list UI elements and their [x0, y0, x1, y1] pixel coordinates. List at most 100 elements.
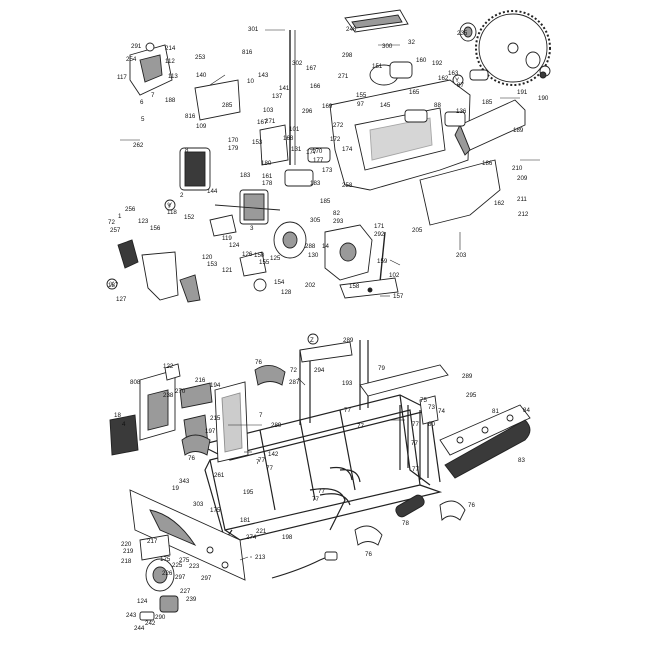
callout: 203 — [456, 252, 467, 259]
callout: 160 — [416, 57, 427, 64]
callout: 109 — [196, 123, 207, 130]
callout: 300 — [382, 43, 393, 50]
callout: 258 — [342, 182, 353, 189]
callout: 195 — [243, 489, 254, 496]
callout: 171 — [374, 223, 385, 230]
callout: 101 — [289, 126, 300, 133]
callout: 74 — [438, 408, 445, 415]
callout: 214 — [165, 45, 176, 52]
callout: 150 — [254, 252, 265, 259]
callout: 169 — [322, 103, 333, 110]
callout: 10 — [247, 78, 254, 85]
callout: 190 — [538, 95, 549, 102]
lower-blade-guard — [419, 159, 501, 226]
callout: 77 — [412, 421, 419, 428]
callout: 7 — [256, 459, 260, 466]
callout: 185 — [482, 99, 493, 106]
callout: 76 — [255, 359, 262, 366]
callout: 75 — [420, 397, 427, 404]
callout: 84 — [523, 407, 530, 414]
callout: 76 — [365, 551, 372, 558]
callout: 221 — [256, 528, 267, 535]
lock-knob — [117, 239, 139, 269]
callout-labels: 301 248 235 291 214 254 112 117 253 816 … — [108, 26, 549, 632]
callout: 287 — [289, 379, 300, 386]
callout: 296 — [302, 108, 313, 115]
callout: 120 — [202, 254, 213, 261]
callout: 167 — [257, 119, 268, 126]
callout: 151 — [372, 63, 383, 70]
callout: 32 — [408, 39, 415, 46]
callout: 243 — [126, 612, 137, 619]
callout: 175 — [210, 507, 221, 514]
callout: 294 — [314, 367, 325, 374]
callout: 295 — [466, 392, 477, 399]
callout: 303 — [193, 501, 204, 508]
callout: 292 — [374, 231, 385, 238]
callout: 191 — [517, 89, 528, 96]
callout: 288 — [305, 243, 316, 250]
callout: 77 — [266, 465, 273, 472]
callout: 187 — [108, 282, 119, 289]
callout: 80 — [428, 421, 435, 428]
arbor-bracket — [259, 124, 289, 166]
callout: 174 — [342, 146, 353, 153]
callout: 178 — [262, 180, 273, 187]
callout: 302 — [292, 60, 303, 67]
callout: 185 — [320, 198, 331, 205]
callout: 205 — [412, 227, 423, 234]
callout: 155 — [356, 92, 367, 99]
callout: 128 — [281, 289, 292, 296]
callout: 167 — [306, 65, 317, 72]
callout: 72 — [108, 219, 115, 226]
callout: 808 — [130, 379, 141, 386]
callout: 262 — [133, 142, 144, 149]
callout: 166 — [310, 83, 321, 90]
callout: 14 — [322, 243, 329, 250]
callout: 175 — [160, 556, 171, 563]
callout: 4 — [122, 421, 126, 428]
callout: 3 — [250, 225, 254, 232]
callout: 177 — [306, 149, 317, 156]
callout: 87 — [457, 82, 464, 89]
callout: 173 — [322, 167, 333, 174]
handle-grip — [444, 419, 531, 479]
callout: 179 — [228, 145, 239, 152]
callout: 141 — [279, 85, 290, 92]
callout: 159 — [377, 258, 388, 265]
callout: 117 — [117, 74, 127, 81]
callout: 297 — [201, 575, 212, 582]
callout: 81 — [492, 408, 499, 415]
callout: 192 — [432, 60, 443, 67]
callout: 154 — [274, 279, 285, 286]
callout: 76 — [468, 502, 475, 509]
switch-housing — [194, 79, 241, 121]
callout: 198 — [282, 534, 293, 541]
callout: 170 — [312, 148, 323, 155]
callout: 158 — [349, 283, 360, 290]
callout: 77 — [357, 423, 364, 430]
callout: 124 — [137, 598, 148, 605]
blade-flange — [525, 51, 541, 69]
callout: 343 — [179, 478, 190, 485]
callout: 77 — [318, 488, 325, 495]
callout: 131 — [291, 146, 302, 153]
callout: 183 — [310, 180, 321, 187]
callout: 122 — [163, 363, 174, 370]
callout: 257 — [110, 227, 121, 234]
leg-pad-2 — [181, 434, 211, 456]
callout: 153 — [207, 261, 218, 268]
callout: 194 — [210, 382, 221, 389]
callout: Y — [167, 203, 171, 210]
top-rail — [359, 364, 449, 397]
callout: 162 — [494, 200, 505, 207]
callout: 197 — [205, 428, 216, 435]
callout: 121 — [222, 267, 233, 274]
leader-lines-top — [120, 29, 540, 297]
callout: 274 — [246, 534, 257, 541]
ref-letter-y: X — [110, 282, 114, 288]
callout: 170 — [228, 137, 239, 144]
callout: 7 — [259, 412, 263, 419]
callout: 72 — [290, 367, 297, 374]
